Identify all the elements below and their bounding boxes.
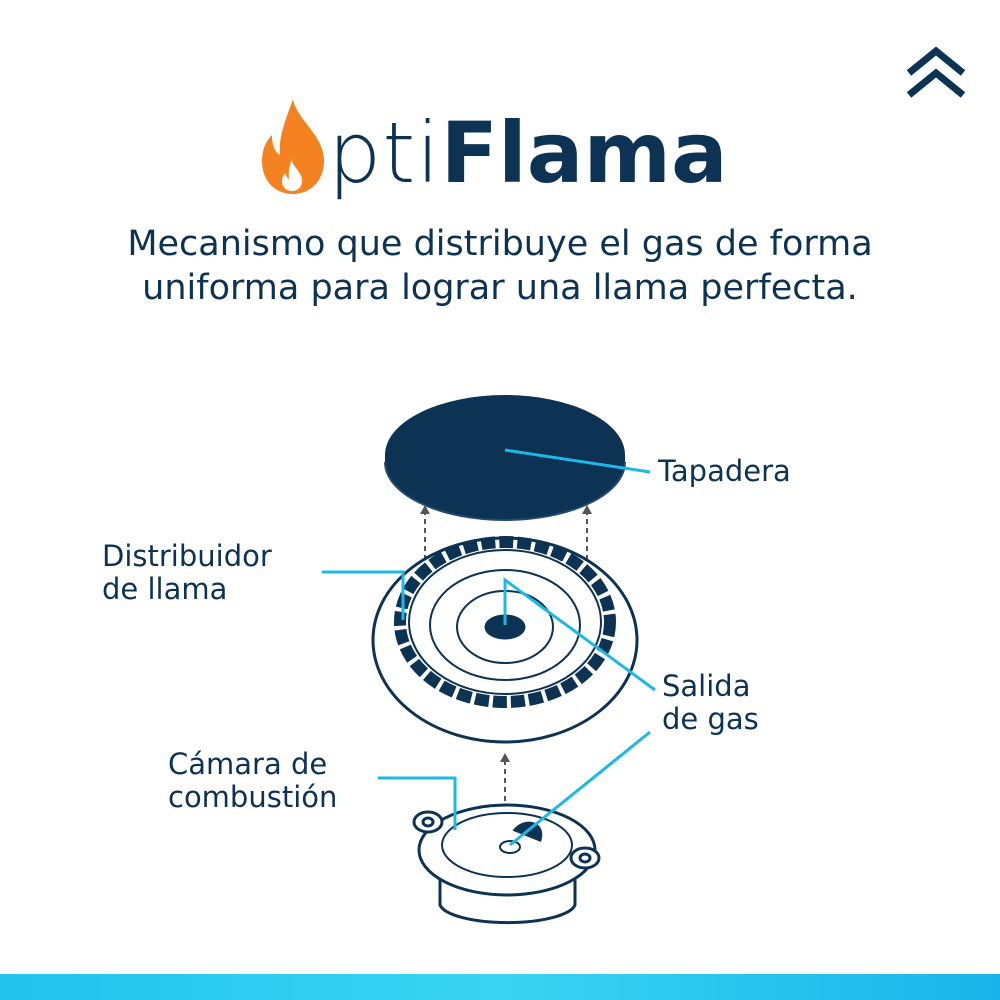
label-distribuidor: Distribuidor de llama xyxy=(102,540,272,606)
label-salida-line-2: de gas xyxy=(662,702,759,736)
subtitle-line-2: uniforma para lograr una llama perfecta. xyxy=(142,268,858,308)
label-camara: Cámara de combustión xyxy=(168,748,337,814)
label-camara-line-2: combustión xyxy=(168,780,338,814)
lid-illustration xyxy=(384,395,626,521)
flame-icon xyxy=(262,99,324,194)
double-chevron-up-icon[interactable] xyxy=(905,45,967,100)
label-tapadera: Tapadera xyxy=(658,454,791,488)
logo-pti: pti xyxy=(328,104,441,202)
label-salida-gas: Salida de gas xyxy=(662,670,759,736)
label-camara-line-1: Cámara de xyxy=(168,747,328,781)
distributor-illustration xyxy=(371,536,639,744)
leader-lines xyxy=(322,448,656,847)
label-distribuidor-line-2: de llama xyxy=(102,572,228,606)
chamber-illustration xyxy=(412,803,601,925)
label-salida-line-1: Salida xyxy=(662,669,751,703)
subtitle-line-1: Mecanismo que distribuye el gas de forma xyxy=(127,224,873,264)
logo-flama: Flama xyxy=(440,104,728,202)
label-distribuidor-line-1: Distribuidor xyxy=(102,539,272,573)
bottom-accent-bar xyxy=(0,974,1000,1000)
dashed-arrows xyxy=(424,512,588,810)
subtitle: Mecanismo que distribuye el gas de forma… xyxy=(0,222,1000,310)
